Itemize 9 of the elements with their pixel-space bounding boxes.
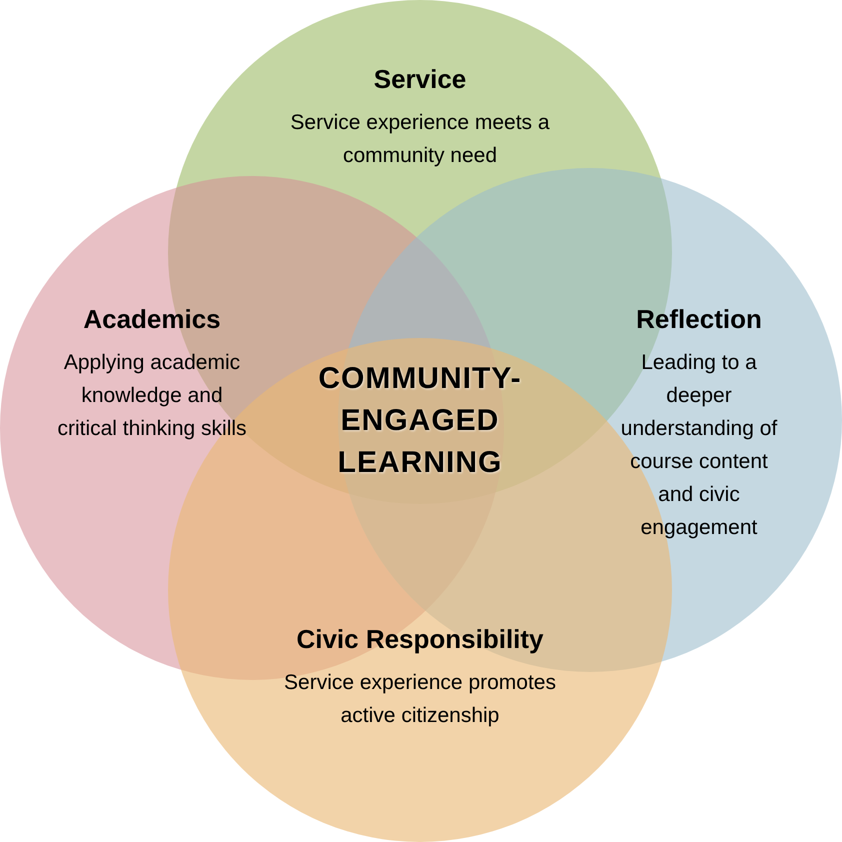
circle-description: Service experience promotes active citizenship [283, 670, 557, 729]
circle-description: Service experience meets a community need [290, 110, 550, 169]
circle-title: Service [374, 63, 466, 96]
circle-title: Reflection [636, 303, 762, 336]
center-title: COMMUNITY-ENGAGED LEARNING [317, 361, 523, 481]
circle-description: Leading to a deeper understanding of course content and civic engagement [620, 350, 778, 541]
circle-title: Academics [83, 303, 221, 336]
circle-description: Applying academic knowledge and critical thinking skills [56, 350, 248, 442]
circle-title: Civic Responsibility [296, 623, 544, 656]
